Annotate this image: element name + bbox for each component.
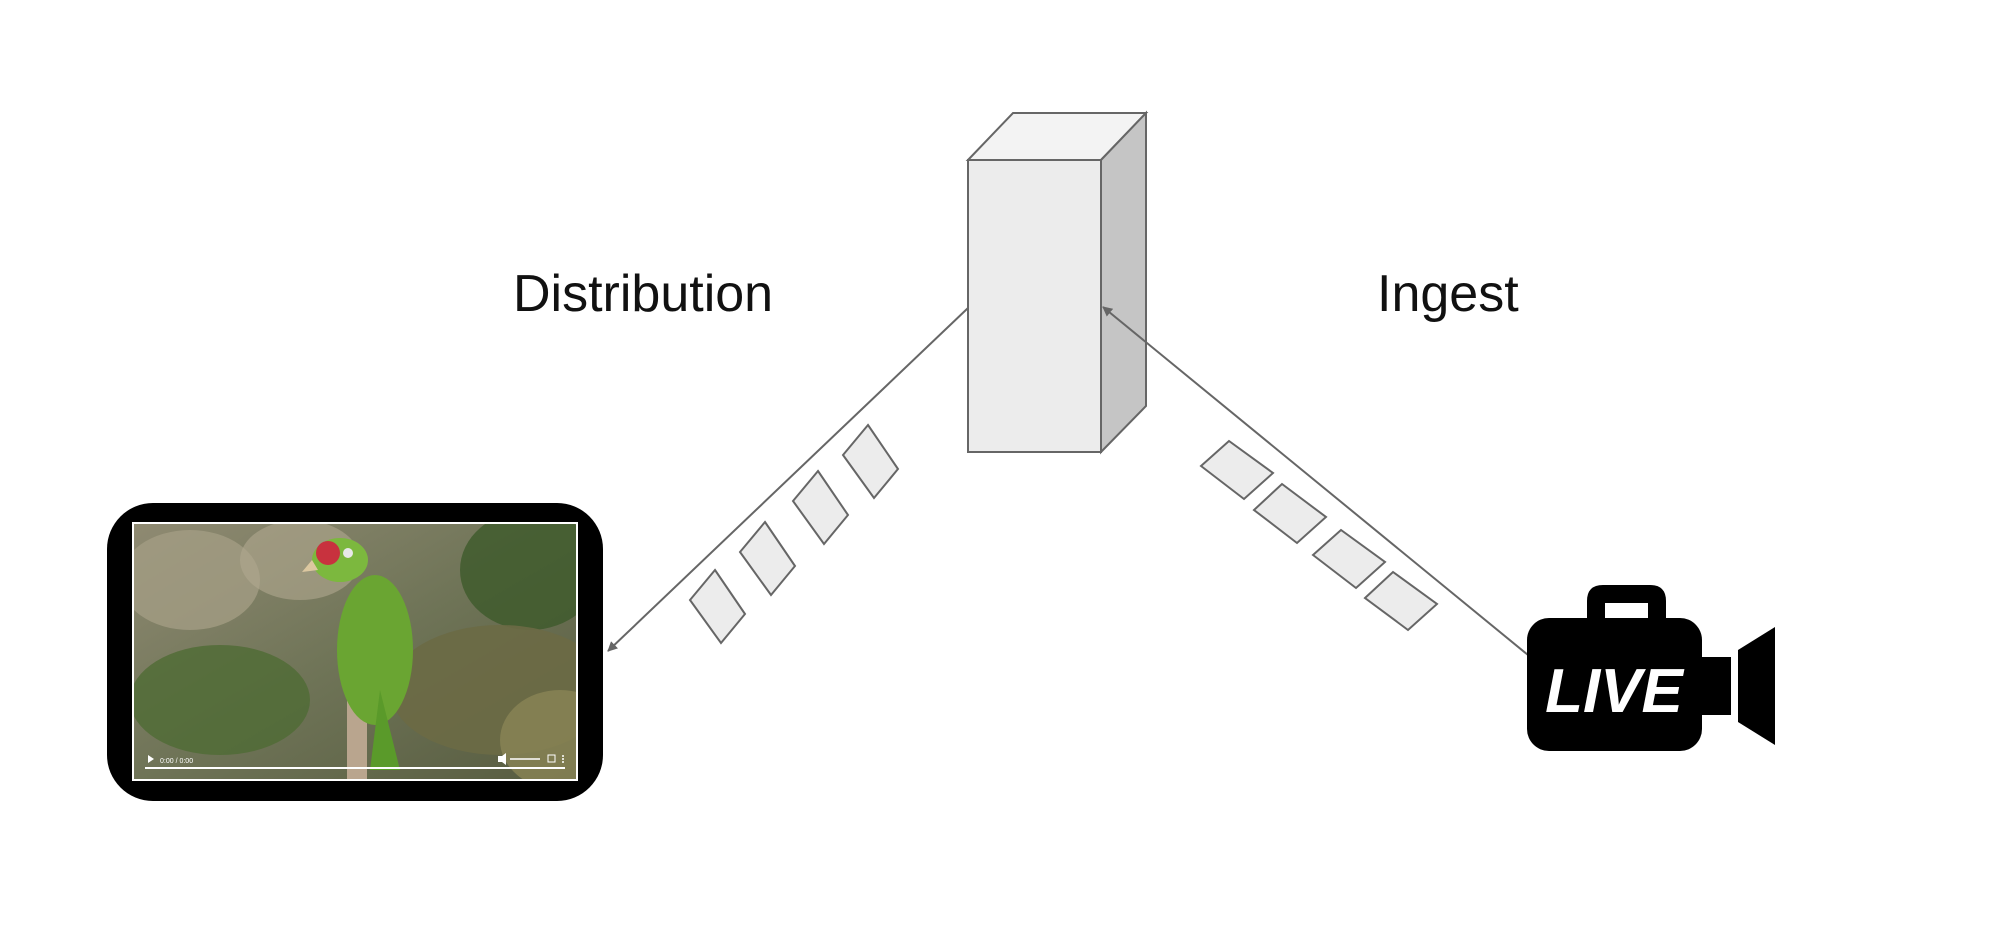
camera-body [1527, 618, 1702, 751]
server-box-side [1100, 110, 1147, 455]
segment-packet [1311, 528, 1387, 590]
smartphone-icon: 0:00 / 0:00 [107, 503, 620, 801]
ingest-arrow [1102, 306, 1529, 656]
phone-screen-border [132, 522, 578, 781]
ingest-label: Ingest [1377, 265, 1519, 323]
video-player[interactable]: 0:00 / 0:00 [120, 510, 620, 790]
player-controls: 0:00 / 0:00 [145, 753, 565, 769]
segment-packet [738, 520, 797, 597]
distribution-label: Distribution [513, 265, 774, 323]
server-box-icon [965, 110, 1149, 455]
play-icon[interactable] [148, 755, 154, 763]
server-box-front [967, 159, 1102, 453]
distribution-arrow [607, 307, 969, 652]
camera-lens [1738, 627, 1775, 745]
video-camera-icon: LIVE [1527, 585, 1775, 751]
ingest-packets [1199, 439, 1439, 632]
camera-handle [1587, 585, 1666, 630]
segment-packet [688, 568, 747, 645]
more-options-icon[interactable] [562, 758, 564, 760]
segment-packet [1363, 570, 1439, 632]
segment-packet [791, 469, 850, 546]
volume-icon[interactable] [498, 753, 506, 765]
camera-neck [1697, 657, 1731, 715]
parrot-image [302, 538, 413, 780]
segment-packet [841, 423, 900, 500]
segment-packet [1252, 482, 1328, 545]
time-display: 0:00 / 0:00 [160, 758, 193, 765]
distribution-packets [688, 423, 900, 645]
segment-packet [1199, 439, 1275, 501]
live-badge: LIVE [1545, 657, 1684, 726]
fullscreen-icon[interactable] [547, 754, 556, 763]
